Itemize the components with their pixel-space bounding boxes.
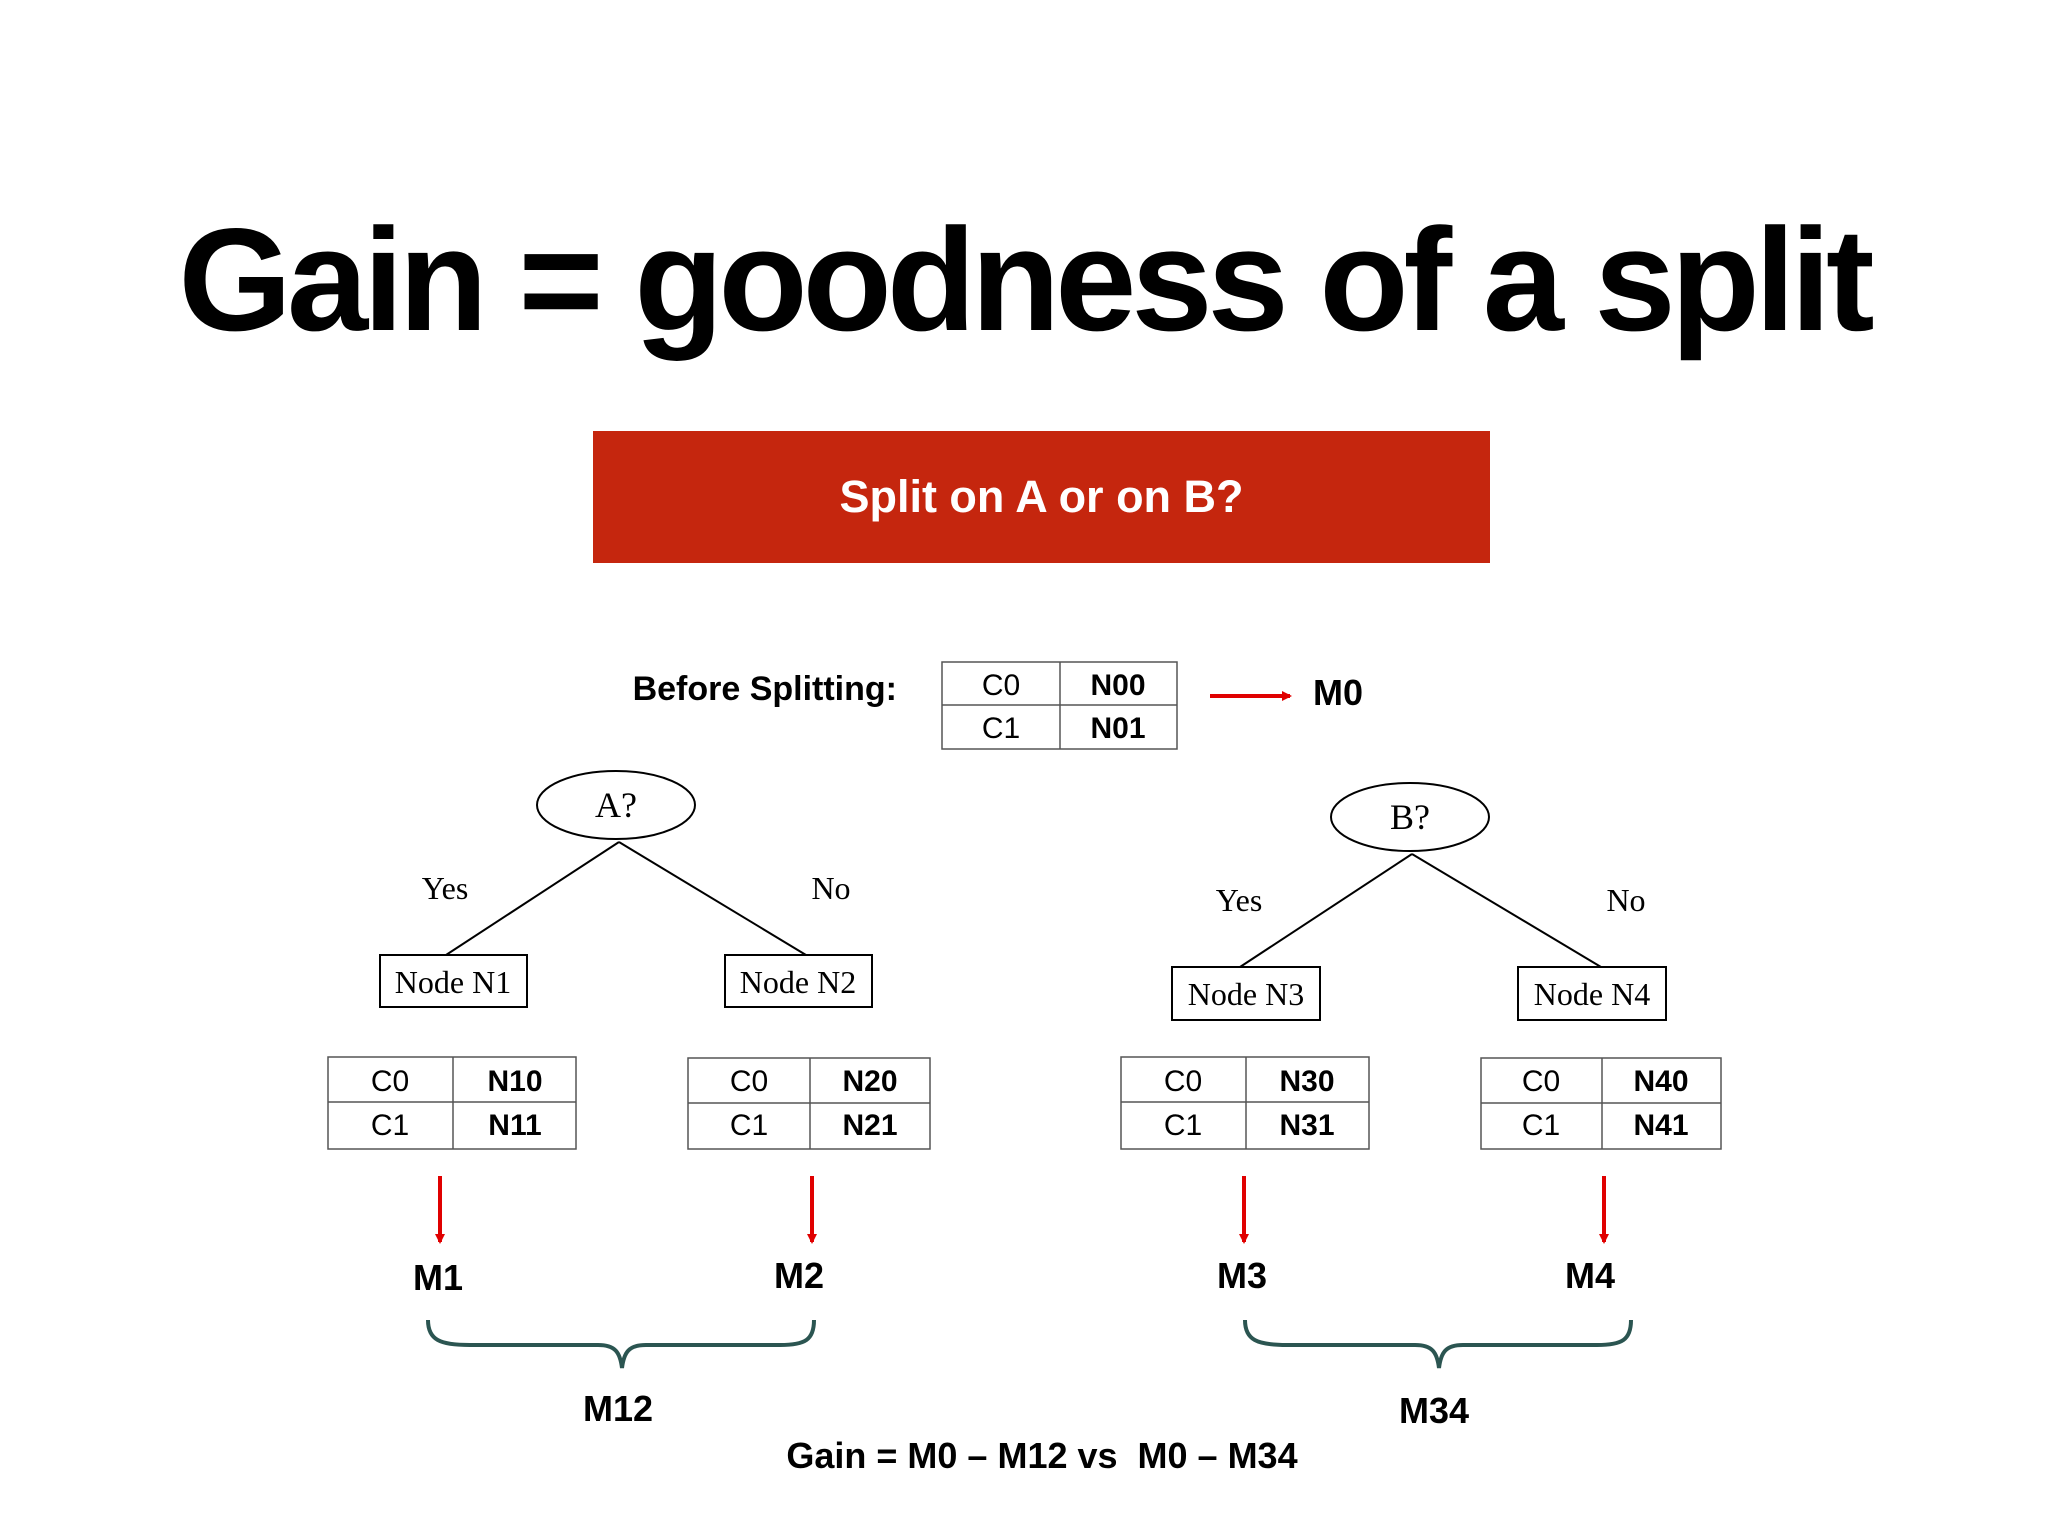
table-n4-count-0: N40 [1633,1065,1688,1098]
banner-text: Split on A or on B? [839,471,1244,522]
table-n2: C0 N20 C1 N21 [687,1057,931,1150]
node-n1 [379,954,528,1008]
before-splitting-label: Before Splitting: [633,670,897,708]
question-b-label: B? [1390,797,1430,837]
m0-label: M0 [1313,672,1363,713]
m4-label: M4 [1565,1255,1615,1296]
gain-formula: Gain = M0 – M12 vs M0 – M34 [786,1435,1297,1476]
question-a-label: A? [595,785,637,825]
table-n4-class-0: C0 [1522,1065,1560,1098]
before-table-class-0: C0 [982,669,1020,702]
node-n2 [724,954,873,1008]
table-n2-count-1: N21 [842,1109,897,1142]
before-table: C0 N00 C1 N01 [941,661,1178,750]
table-n3-class-0: C0 [1164,1065,1202,1098]
brace-m12 [426,1319,816,1369]
node-n3 [1171,966,1321,1021]
tree-a: A? Yes No Node N1 Node N2 C0 N10 C1 N11 … [327,770,931,1429]
before-table-count-1: N01 [1090,712,1145,745]
question-b-node [1330,782,1490,852]
table-n1-count-0: N10 [487,1065,542,1098]
m3-label: M3 [1217,1255,1267,1296]
before-table-class-1: C1 [982,712,1020,745]
table-n1-class-1: C1 [371,1109,409,1142]
question-a-node [536,770,696,840]
table-n3-count-1: N31 [1279,1109,1334,1142]
m12-label: M12 [583,1388,653,1429]
table-n2-class-1: C1 [730,1109,768,1142]
node-n3-label: Node N3 [1188,976,1304,1012]
m1-label: M1 [413,1257,463,1298]
table-n4: C0 N40 C1 N41 [1480,1057,1722,1150]
table-n2-class-0: C0 [730,1065,768,1098]
table-n3: C0 N30 C1 N31 [1120,1056,1370,1150]
branch-a-no: No [811,870,850,906]
slide-title: Gain = goodness of a split [178,198,1874,361]
m2-label: M2 [774,1255,824,1296]
question-banner: Split on A or on B? [593,431,1490,563]
table-n4-class-1: C1 [1522,1109,1560,1142]
branch-b-yes: Yes [1216,882,1263,918]
brace-m34 [1243,1319,1633,1369]
table-n3-class-1: C1 [1164,1109,1202,1142]
table-n3-count-0: N30 [1279,1065,1334,1098]
m34-label: M34 [1399,1390,1469,1431]
node-n1-label: Node N1 [395,964,511,1000]
branch-b-no: No [1606,882,1645,918]
table-n4-count-1: N41 [1633,1109,1688,1142]
table-n1-count-1: N11 [488,1109,541,1142]
table-n2-count-0: N20 [842,1065,897,1098]
branch-a-yes: Yes [422,870,469,906]
table-n1: C0 N10 C1 N11 [327,1056,577,1150]
node-n4-label: Node N4 [1534,976,1650,1012]
node-n2-label: Node N2 [740,964,856,1000]
table-n1-class-0: C0 [371,1065,409,1098]
node-n4 [1517,966,1667,1021]
before-table-count-0: N00 [1090,669,1145,702]
tree-b: B? Yes No Node N3 Node N4 C0 N30 C1 N31 … [1120,782,1722,1431]
